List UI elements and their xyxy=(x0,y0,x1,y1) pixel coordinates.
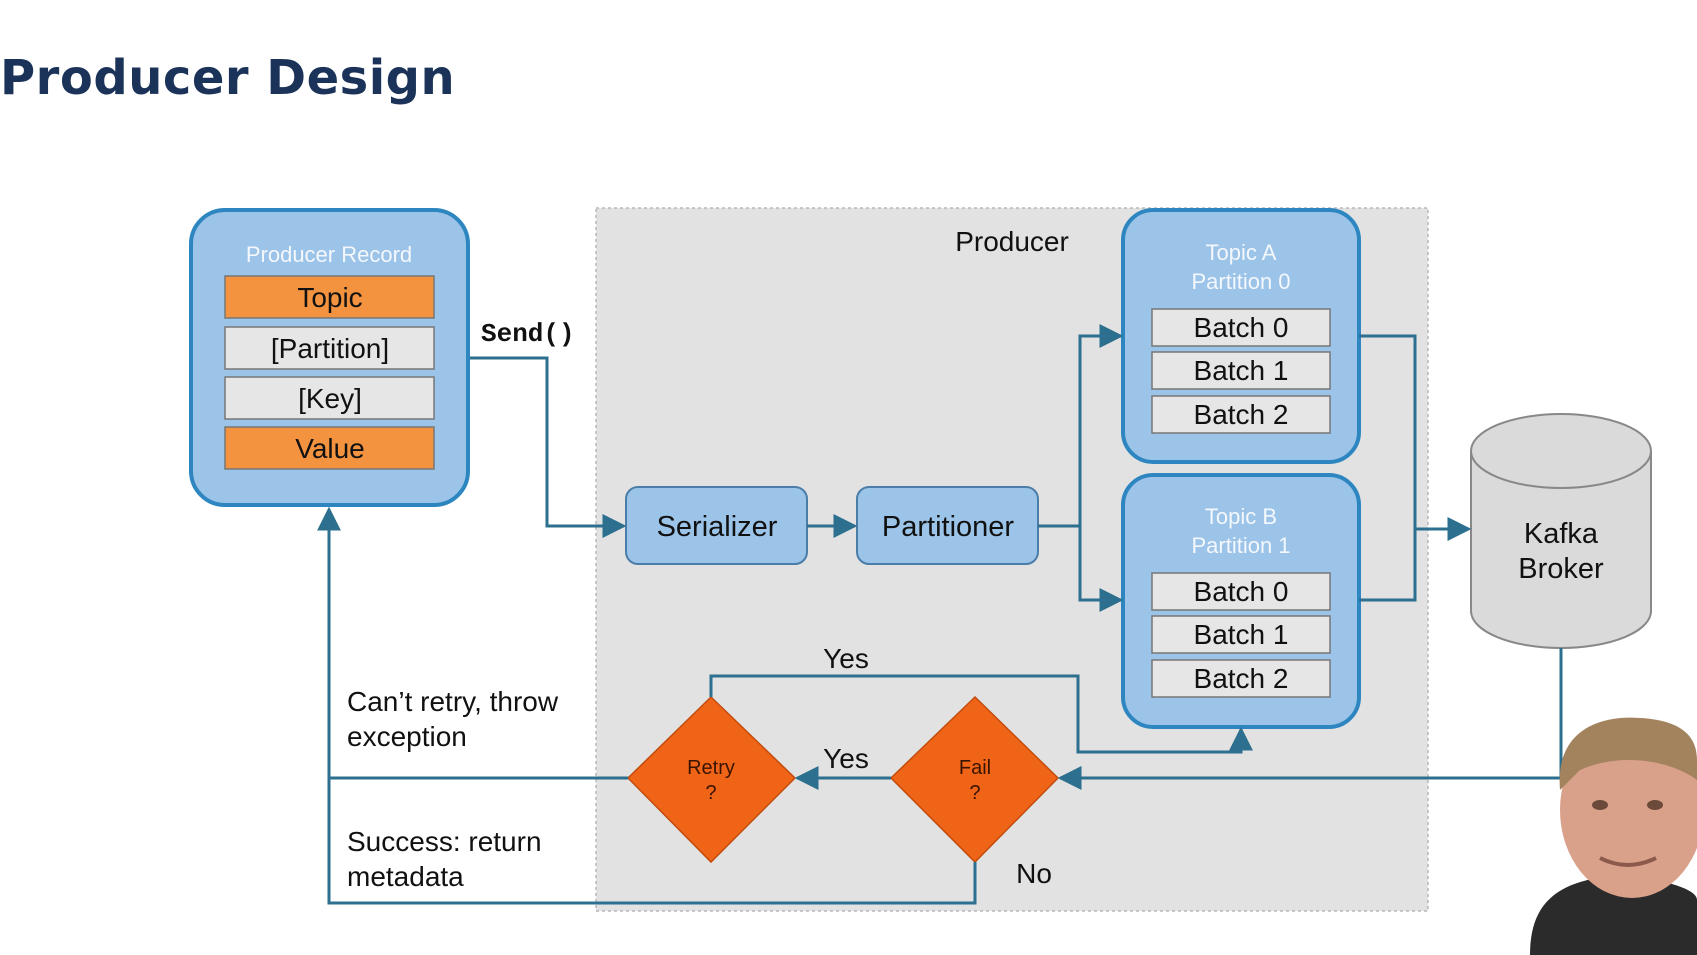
record-field-key-label: [Key] xyxy=(298,383,362,414)
topic-a-batch-1 xyxy=(1151,351,1331,390)
slide-title: Producer Design xyxy=(0,50,456,106)
presenter-video-icon xyxy=(1530,717,1697,955)
edge-send-to-serializer xyxy=(470,356,627,538)
edge-partitioner-to-topic-b xyxy=(1078,526,1124,612)
record-field-partition-label: [Partition] xyxy=(271,333,389,364)
cant-retry-label-1: Can’t retry, throw xyxy=(347,686,559,717)
success-label-1: Success: return xyxy=(347,826,542,857)
retry-decision-label-2: ? xyxy=(705,782,716,804)
topic-b-batch-2-label: Batch 2 xyxy=(1194,663,1289,694)
producer-label: Producer xyxy=(955,226,1069,257)
topic-b-batch-0 xyxy=(1151,572,1331,611)
partitioner-label: Partitioner xyxy=(882,511,1015,543)
edge-fail-no-to-record xyxy=(317,506,977,905)
record-field-value-label: Value xyxy=(295,433,365,464)
record-field-topic xyxy=(224,275,435,319)
topic-a-batch-1-label: Batch 1 xyxy=(1194,355,1289,386)
record-field-partition xyxy=(224,326,435,370)
serializer-label: Serializer xyxy=(657,511,778,543)
fail-yes-label: Yes xyxy=(823,743,869,774)
cant-retry-label-2: exception xyxy=(347,721,467,752)
fail-decision-label-1: Fail xyxy=(959,757,991,779)
topic-b-label: Topic B xyxy=(1205,504,1277,529)
retry-yes-label: Yes xyxy=(823,643,869,674)
topic-a-batch-2-label: Batch 2 xyxy=(1194,399,1289,430)
producer-record: Producer Record Topic [Partition] [Key] … xyxy=(189,208,470,507)
topic-a-batch-0-label: Batch 0 xyxy=(1194,312,1289,343)
topic-b-partition-label: Partition 1 xyxy=(1191,533,1290,558)
edge-retry-yes-to-topic-b xyxy=(709,674,1253,754)
topic-b-batch-0-label: Batch 0 xyxy=(1194,576,1289,607)
kafka-broker-icon: Kafka Broker xyxy=(1470,413,1652,649)
record-field-topic-label: Topic xyxy=(297,282,362,313)
record-field-value xyxy=(224,426,435,470)
producer-record-label: Producer Record xyxy=(246,242,412,267)
retry-decision: Retry ? xyxy=(626,695,797,864)
edge-partitioner-to-topic-a xyxy=(1038,324,1124,528)
topic-a-batch-2 xyxy=(1151,395,1331,434)
topic-b-batch-1-label: Batch 1 xyxy=(1194,619,1289,650)
topic-b-batch-2 xyxy=(1151,659,1331,698)
topic-b-batch-1 xyxy=(1151,615,1331,654)
success-label-2: metadata xyxy=(347,861,464,892)
topic-b-partition-1: Topic B Partition 1 Batch 0 Batch 1 Batc… xyxy=(1121,473,1361,729)
edge-topic-a-to-broker xyxy=(1359,334,1417,602)
send-label: Send() xyxy=(481,319,575,349)
fail-decision-label-2: ? xyxy=(969,782,980,804)
topic-a-batch-0 xyxy=(1151,308,1331,347)
kafka-broker-label-1: Kafka xyxy=(1524,518,1599,550)
kafka-broker-label-2: Broker xyxy=(1518,553,1604,585)
record-field-key xyxy=(224,376,435,420)
retry-decision-label-1: Retry xyxy=(687,757,735,779)
topic-a-partition-label: Partition 0 xyxy=(1191,269,1290,294)
fail-no-label: No xyxy=(1016,858,1052,889)
topic-a-partition-0: Topic A Partition 0 Batch 0 Batch 1 Batc… xyxy=(1121,208,1361,464)
topic-a-label: Topic A xyxy=(1206,240,1277,265)
